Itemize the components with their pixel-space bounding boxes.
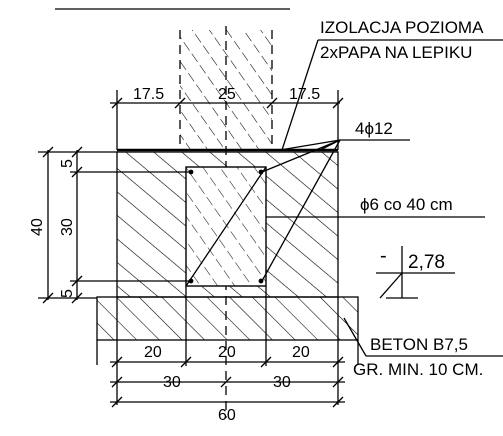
wall [179, 26, 273, 418]
concrete-bed [96, 296, 359, 341]
label-stirrups: ϕ6 co 40 cm [360, 195, 453, 214]
left-dimension-lines [38, 146, 190, 304]
level-marker [376, 246, 455, 299]
dim-height-mid: 30 [59, 218, 76, 236]
insulation-leader [281, 39, 503, 151]
concrete-leader [343, 317, 503, 357]
dim-height-bottom: 5 [59, 289, 76, 298]
dim-total-width: 60 [218, 407, 236, 424]
dim-height-total: 40 [29, 218, 46, 236]
dim-bed-2: 20 [218, 344, 236, 361]
dim-wall-width: 25 [218, 86, 236, 103]
rebar-leader [261, 139, 410, 282]
level-value: 2,78 [408, 252, 445, 273]
dim-half-right: 30 [273, 374, 291, 391]
label-concrete: BETON B7,5 [370, 335, 468, 354]
dim-bed-3: 20 [292, 344, 310, 361]
label-rebar-main: 4ϕ12 [355, 119, 393, 138]
dim-half-left: 30 [163, 374, 181, 391]
bottom-dimension-lines [96, 286, 359, 408]
label-insulation-line2: 2xPAPA NA LEPIKU [320, 43, 472, 62]
dim-wall-left: 17.5 [133, 86, 164, 103]
dim-bed-1: 20 [144, 344, 162, 361]
reinforcement-cage [185, 166, 267, 287]
label-insulation-line1: IZOLACJA POZIOMA [320, 18, 484, 37]
top-dimension-line [110, 90, 344, 150]
level-sign: - [380, 245, 387, 267]
dim-height-top: 5 [59, 159, 76, 168]
label-thickness: GR. MIN. 10 CM. [353, 360, 483, 379]
dim-wall-right: 17.5 [289, 86, 320, 103]
